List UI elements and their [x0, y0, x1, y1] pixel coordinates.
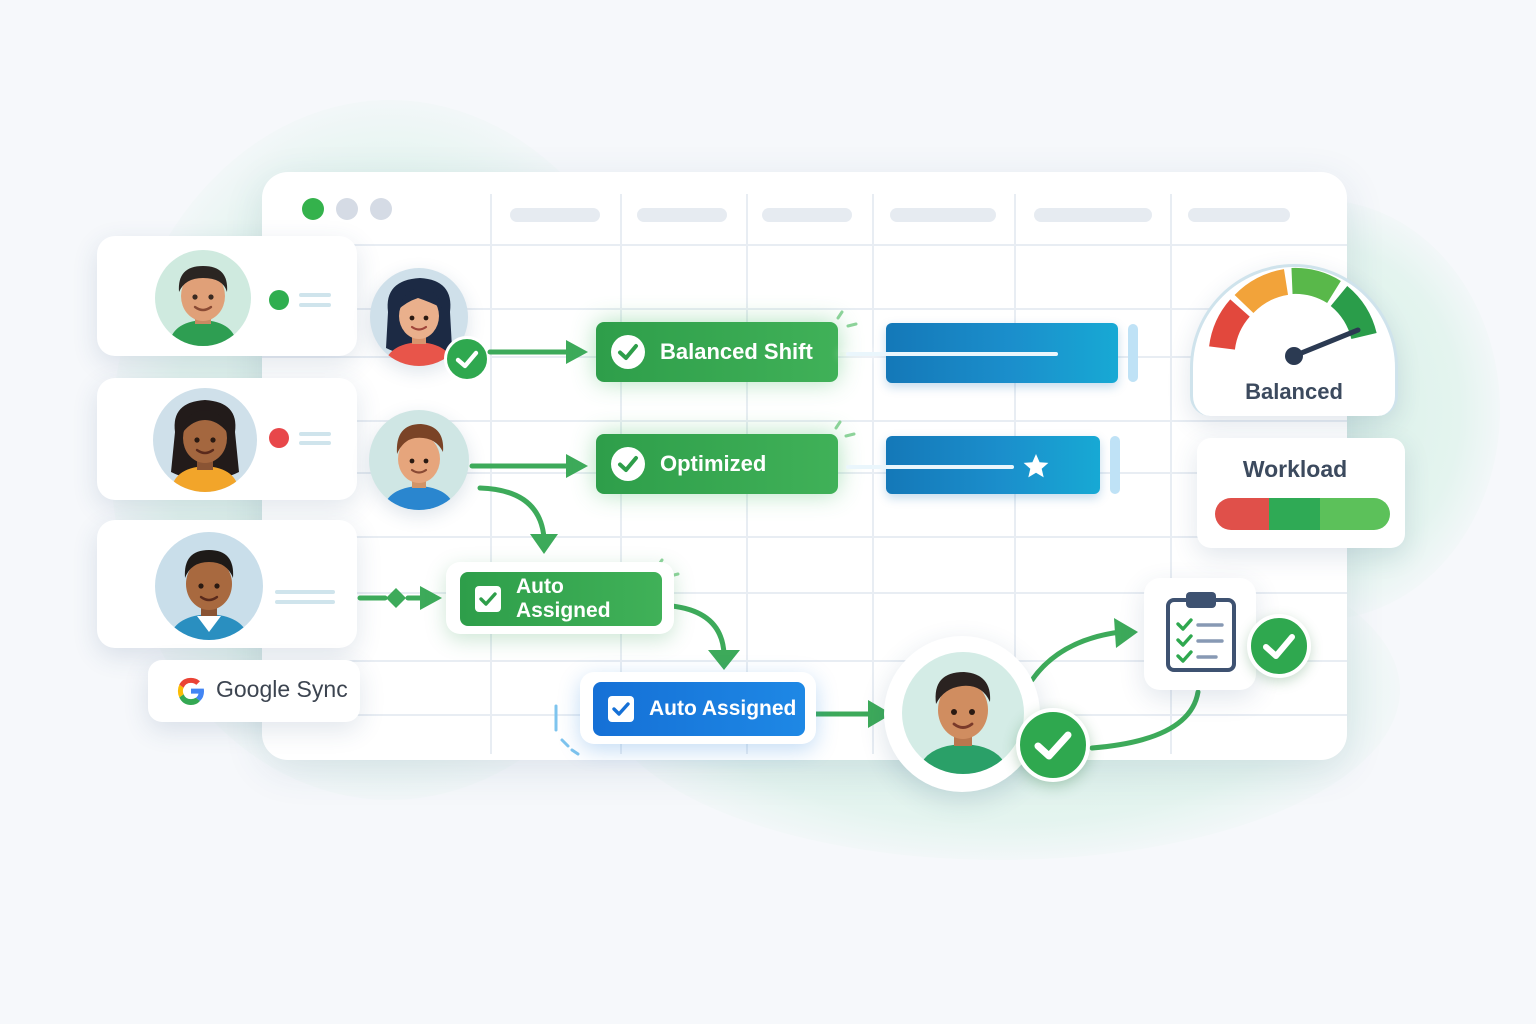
grid-row-line	[262, 244, 1347, 246]
balanced-shift-tag[interactable]: Balanced Shift	[596, 322, 838, 382]
clipboard-icon	[1166, 592, 1236, 672]
workload-segment	[1215, 498, 1270, 530]
gauge-pivot	[1285, 347, 1303, 365]
auto-assigned-blue-tag[interactable]: Auto Assigned	[593, 682, 805, 736]
auto-assigned-blue-label: Auto Assigned	[649, 697, 797, 720]
task-list-card[interactable]	[1144, 578, 1256, 690]
grid-column-line	[872, 194, 874, 754]
check-icon	[444, 336, 490, 382]
workload-title: Workload	[1242, 456, 1348, 482]
employee-avatar	[155, 250, 251, 346]
check-circle-icon	[610, 446, 646, 482]
window-dot-gray-2[interactable]	[370, 198, 392, 220]
status-dot	[269, 428, 289, 448]
auto-assigned-green-tag[interactable]: Auto Assigned	[460, 572, 662, 626]
column-header-5	[1034, 208, 1152, 222]
workload-bar	[1215, 498, 1390, 530]
auto-assigned-green-label: Auto Assigned	[516, 575, 611, 622]
gauge-needle	[1291, 327, 1361, 359]
grid-row-line	[262, 420, 1347, 422]
check-icon	[1247, 614, 1311, 678]
column-header-2	[637, 208, 727, 222]
shift-bar-1-handle[interactable]	[1128, 324, 1138, 382]
employee-card-2[interactable]	[97, 378, 357, 500]
check-circle-icon	[610, 334, 646, 370]
window-dot-gray[interactable]	[336, 198, 358, 220]
workload-card[interactable]: Workload	[1197, 438, 1405, 548]
employee-avatar	[155, 532, 263, 640]
column-header-3	[762, 208, 852, 222]
balanced-shift-label: Balanced Shift	[660, 339, 813, 364]
text-placeholder-line	[299, 441, 331, 445]
checkbox-icon	[474, 585, 502, 613]
status-dot	[269, 290, 289, 310]
shift-bar-2-handle[interactable]	[1110, 436, 1120, 494]
optimized-label: Optimized	[660, 451, 767, 476]
google-logo-icon	[177, 677, 204, 705]
grid-row-line	[262, 592, 1347, 594]
grid-column-line	[490, 194, 492, 754]
text-placeholder-line	[299, 293, 331, 297]
column-header-6	[1188, 208, 1290, 222]
grid-row-line	[262, 536, 1347, 538]
gauge-dial	[1209, 267, 1377, 365]
workload-segment	[1269, 498, 1320, 530]
employee-avatar	[153, 388, 257, 492]
check-icon	[1016, 708, 1090, 782]
google-sync-card[interactable]: Google Sync	[148, 660, 360, 722]
text-placeholder-line	[299, 303, 331, 307]
workload-segment	[1320, 498, 1390, 530]
gauge-label: Balanced	[1245, 379, 1343, 404]
text-placeholder-line	[299, 432, 331, 436]
employee-card-1[interactable]	[97, 236, 357, 356]
employee-avatar-male[interactable]	[369, 410, 469, 510]
optimized-tag[interactable]: Optimized	[596, 434, 838, 494]
checkbox-icon	[607, 695, 635, 723]
window-dot-green[interactable]	[302, 198, 324, 220]
assigned-employee-avatar[interactable]	[902, 652, 1024, 774]
shift-bar-1-highlight	[846, 352, 1058, 356]
text-placeholder-line	[275, 600, 335, 604]
balance-gauge: Balanced	[1190, 264, 1398, 416]
column-header-1	[510, 208, 600, 222]
star-icon	[1023, 454, 1049, 478]
text-placeholder-line	[275, 590, 335, 594]
google-sync-label: Google Sync	[216, 676, 348, 702]
shift-bar-2-highlight	[846, 465, 1014, 469]
grid-row-line	[262, 660, 1347, 662]
grid-row-line	[262, 308, 1347, 310]
column-header-4	[890, 208, 996, 222]
employee-card-3[interactable]	[97, 520, 357, 648]
grid-column-line	[1170, 194, 1172, 754]
